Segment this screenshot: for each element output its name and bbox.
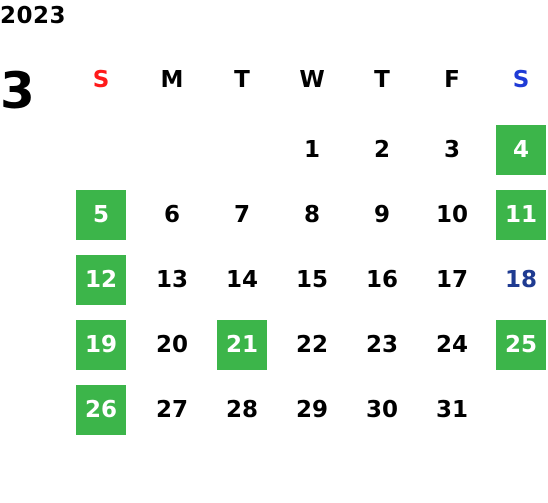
day-cell[interactable]: 31 (435, 397, 468, 423)
day-cell[interactable]: 9 (373, 202, 390, 228)
day-cell[interactable]: 22 (295, 332, 328, 358)
weekday-header: M (160, 67, 184, 93)
day-cell[interactable]: 24 (435, 332, 468, 358)
day-cell[interactable]: 17 (435, 267, 468, 293)
day-cell[interactable]: 27 (155, 397, 188, 423)
day-cell[interactable]: 20 (155, 332, 188, 358)
day-cell[interactable]: 25 (496, 320, 546, 370)
day-cell[interactable]: 6 (163, 202, 180, 228)
weekday-header: T (374, 67, 390, 93)
weekday-header: S (92, 67, 110, 93)
day-cell[interactable]: 23 (365, 332, 398, 358)
day-cell[interactable]: 26 (76, 385, 126, 435)
weekday-header: W (299, 67, 325, 93)
day-cell[interactable]: 19 (76, 320, 126, 370)
day-cell[interactable]: 14 (225, 267, 258, 293)
day-cell[interactable]: 18 (504, 267, 537, 293)
day-cell[interactable]: 4 (496, 125, 546, 175)
weekday-header: S (512, 67, 530, 93)
day-cell[interactable]: 30 (365, 397, 398, 423)
day-cell[interactable]: 16 (365, 267, 398, 293)
day-cell[interactable]: 15 (295, 267, 328, 293)
weekday-header: F (444, 67, 460, 93)
day-cell[interactable]: 8 (303, 202, 320, 228)
day-cell[interactable]: 28 (225, 397, 258, 423)
day-cell[interactable]: 2 (373, 137, 390, 163)
day-cell[interactable]: 5 (76, 190, 126, 240)
day-cell[interactable]: 12 (76, 255, 126, 305)
month-number: 3 (0, 62, 35, 120)
day-cell[interactable]: 29 (295, 397, 328, 423)
year-label: 2023 (0, 3, 67, 29)
day-cell[interactable]: 10 (435, 202, 468, 228)
day-cell[interactable]: 1 (303, 137, 320, 163)
weekday-header: T (234, 67, 250, 93)
day-cell[interactable]: 7 (233, 202, 250, 228)
day-cell[interactable]: 3 (443, 137, 460, 163)
day-cell[interactable]: 21 (217, 320, 267, 370)
day-cell[interactable]: 11 (496, 190, 546, 240)
day-cell[interactable]: 13 (155, 267, 188, 293)
